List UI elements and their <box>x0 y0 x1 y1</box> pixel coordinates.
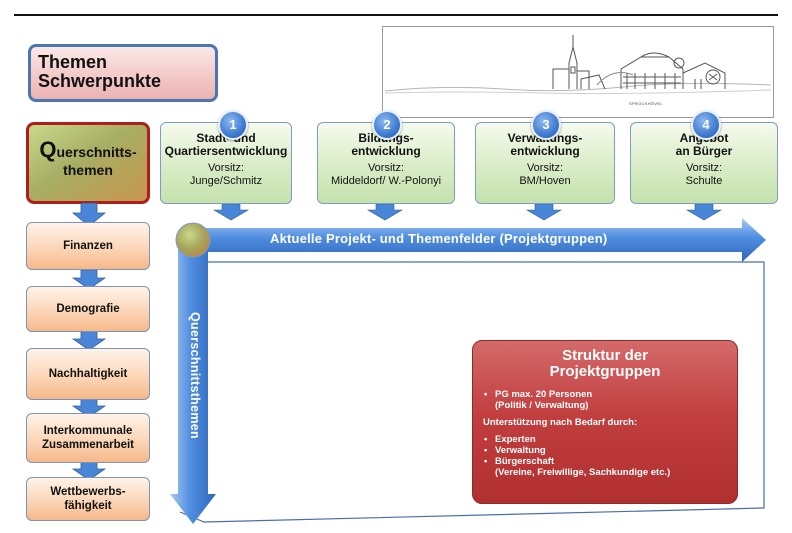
support-note: (Vereine, Freiwillige, Sachkundige etc.) <box>495 467 671 478</box>
cross-topics-header: Querschnitts- themen <box>26 122 150 204</box>
topic-chair: Middeldorf/ W.-Polonyi <box>330 175 442 187</box>
support-list: Experten Verwaltung Bürgerschaft <box>483 434 727 467</box>
topic-title: entwicklung <box>510 144 580 158</box>
corner-circle <box>175 222 211 258</box>
pg-item-line: (Politik / Verwaltung) <box>495 400 589 411</box>
topic-chair-label: Vorsitz: <box>367 162 405 174</box>
down-arrow-icon <box>525 203 563 221</box>
cross-topic-label: Nachhaltigkeit <box>48 368 128 380</box>
structure-title: Struktur der Projektgruppen <box>483 348 727 380</box>
town-logo: SPROCKHÖVEL <box>382 26 774 118</box>
topic-chair-label: Vorsitz: <box>685 162 723 174</box>
cross-topic-nachhaltigkeit: Nachhaltigkeit <box>26 348 150 400</box>
down-arrow-icon <box>685 203 723 221</box>
topic-number-badge: 3 <box>531 110 561 140</box>
title-line-2: Schwerpunkte <box>38 71 162 91</box>
cross-topic-label: Finanzen <box>63 240 113 252</box>
cross-topic-label: Interkommunale <box>43 425 133 437</box>
down-arrow-icon <box>366 203 404 221</box>
topic-chair: Junge/Schmitz <box>189 175 263 187</box>
logo-caption: SPROCKHÖVEL <box>629 101 663 106</box>
vertical-label: Querschnittsthemen <box>188 311 202 439</box>
topic-chair-label: Vorsitz: <box>526 162 564 174</box>
topic-chair-label: Vorsitz: <box>207 162 245 174</box>
heading-rest: uerschnitts- <box>56 144 137 160</box>
cross-topic-label: Zusammenarbeit <box>41 439 135 451</box>
cross-topic-interkommunale-zusammenarbeit: Interkommunale Zusammenarbeit <box>26 413 150 463</box>
title-line-1: Themen <box>38 52 108 72</box>
support-heading: Unterstützung nach Bedarf durch: <box>483 417 638 428</box>
pg-list: PG max. 20 Personen (Politik / Verwaltun… <box>483 389 727 411</box>
cross-topic-wettbewerbsfaehigkeit: Wettbewerbs- fähigkeit <box>26 477 150 521</box>
support-item: Experten <box>484 434 727 445</box>
heading-initial: Q <box>39 137 57 162</box>
down-arrow-icon <box>72 203 106 227</box>
topic-number-badge: 1 <box>218 110 248 140</box>
cross-topic-finanzen: Finanzen <box>26 222 150 270</box>
down-arrow-icon <box>72 270 106 290</box>
horizontal-arrow <box>190 218 766 262</box>
topic-number-badge: 4 <box>691 110 721 140</box>
cross-topics-heading-line-2: themen <box>63 162 113 178</box>
topic-chair: Schulte <box>685 175 723 187</box>
cross-topic-label: fähigkeit <box>64 500 112 512</box>
page-title: Themen Schwerpunkte <box>28 44 218 102</box>
support-item: Bürgerschaft <box>484 456 727 467</box>
vertical-label-wrapper: Querschnittsthemen <box>182 300 208 450</box>
vertical-arrow <box>170 240 216 524</box>
cross-topics-heading-line-1: Querschnitts- <box>29 139 147 161</box>
topic-title: an Bürger <box>675 144 733 158</box>
topic-chair: BM/Hoven <box>519 175 571 187</box>
structure-title-line: Struktur der <box>562 347 648 364</box>
town-skyline-illustration <box>384 35 772 95</box>
pg-item: PG max. 20 Personen (Politik / Verwaltun… <box>484 389 727 411</box>
pg-item-line: PG max. 20 Personen <box>495 389 593 400</box>
topic-title: entwicklung <box>351 144 421 158</box>
support-item: Verwaltung <box>484 445 727 456</box>
structure-title-line: Projektgruppen <box>549 363 661 380</box>
topic-number-badge: 2 <box>372 110 402 140</box>
cross-topic-label: Demografie <box>56 303 120 315</box>
topic-title: Quartiersentwicklung <box>164 144 288 158</box>
cross-topic-demografie: Demografie <box>26 286 150 332</box>
top-rule <box>14 14 778 16</box>
down-arrow-icon <box>72 331 106 351</box>
cross-topic-label: Wettbewerbs- <box>50 486 126 498</box>
banner-label: Aktuelle Projekt- und Themenfelder (Proj… <box>270 231 608 246</box>
structure-box: Struktur der Projektgruppen PG max. 20 P… <box>472 340 738 504</box>
down-arrow-icon <box>212 203 250 221</box>
